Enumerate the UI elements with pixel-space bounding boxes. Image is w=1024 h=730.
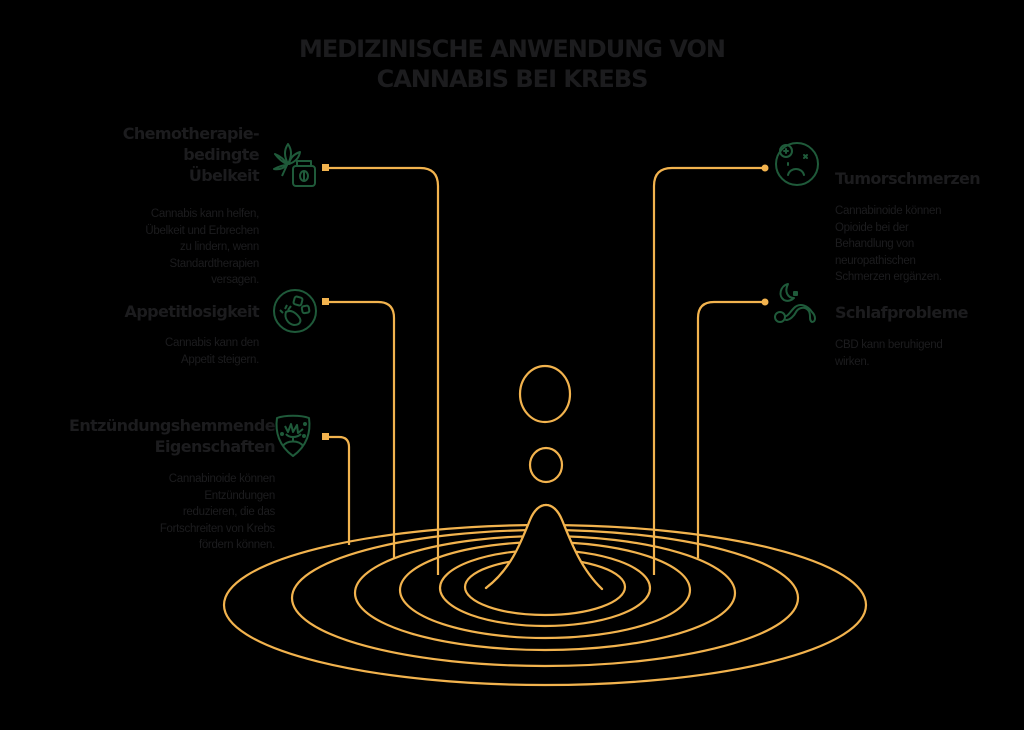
item-heading: Entzündungshemmende Eigenschaften [15,415,276,457]
desc-line: Cannabinoide können [168,473,276,485]
heading-line: Chemotherapie- [122,124,260,143]
item-description: Cannabinoide können Opioide bei der Beha… [835,203,1020,286]
desc-line: neuropathischen [835,254,916,267]
heading-line: Tumorschmerzen [835,169,981,188]
heading-line: Entzündungshemmende [68,416,276,435]
small-droplet [528,446,564,484]
connector-schlaf [696,300,765,558]
item-description: CBD kann beruhigend wirken. [835,337,1020,370]
title-line-2: Cannabis bei Krebs [376,65,649,93]
title-line-1: Medizinische Anwendung von [298,35,726,63]
item-heading: Tumorschmerzen [835,168,1020,189]
item-heading: Appetitlosigkeit [19,301,260,322]
desc-line: Cannabis kann den [164,337,259,349]
desc-line: Standardtherapien [169,257,259,270]
desc-line: Entzündungen [204,489,275,502]
connector-tumor [652,166,765,575]
desc-line: Fortschreiten von Krebs [159,522,275,535]
desc-line: Appetit steigern. [180,353,259,366]
desc-line: Opioide bei der [835,221,909,234]
desc-line: Cannabinoide können [835,205,942,217]
page-title: Medizinische Anwendung von Cannabis bei … [0,34,1024,94]
heading-line: Eigenschaften [154,437,276,456]
food-plate-icon [272,288,318,334]
item-heading: Schlafprobleme [835,302,1020,323]
desc-line: Schmerzen ergänzen. [835,271,942,283]
cannabis-leaf-bottle-icon [272,142,318,188]
shield-germ-icon [271,412,317,458]
desc-line: wirken. [835,355,870,368]
connector-entzuendung [326,435,351,545]
item-heading: Chemotherapie- bedingte Übelkeit [19,123,260,186]
moon-sleeping-person-icon [774,280,820,326]
heading-line: Appetitlosigkeit [124,302,260,321]
item-appetite-loss: Appetitlosigkeit Cannabis kann den Appet… [19,301,260,368]
item-tumor-pain: Tumorschmerzen Cannabinoide können Opioi… [835,168,1020,286]
heading-line: Schlafprobleme [835,303,968,322]
desc-line: reduzieren, die das [182,506,275,518]
connector-appetit [326,300,396,558]
item-sleep-problems: Schlafprobleme CBD kann beruhigend wirke… [835,302,1020,370]
desc-line: CBD kann beruhigend [835,339,943,351]
desc-line: fördern können. [198,539,275,551]
desc-line: Cannabis kann helfen, [150,208,259,220]
desc-line: versagen. [211,274,259,286]
heading-line: bedingte [183,145,259,164]
desc-line: Behandlung von [835,238,914,250]
item-anti-inflammatory: Entzündungshemmende Eigenschaften Cannab… [15,415,276,554]
connector-chemo [326,166,440,575]
item-description: Cannabis kann helfen, Übelkeit und Erbre… [19,206,259,289]
item-description: Cannabinoide können Entzündungen reduzie… [15,471,275,554]
desc-line: zu lindern, wenn [180,241,259,253]
large-droplet [518,364,572,424]
heading-line: Übelkeit [188,166,260,185]
item-chemo-nausea: Chemotherapie- bedingte Übelkeit Cannabi… [19,123,260,289]
pained-face-icon [774,141,820,187]
desc-line: Übelkeit und Erbrechen [145,224,259,237]
item-description: Cannabis kann den Appetit steigern. [19,335,259,368]
